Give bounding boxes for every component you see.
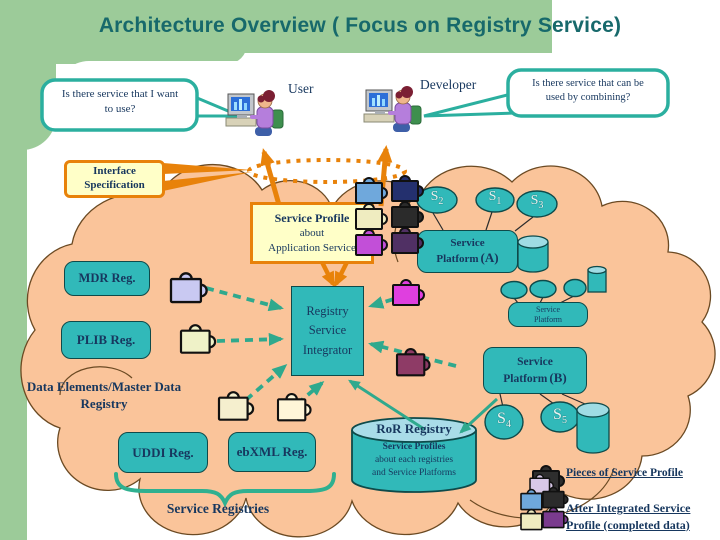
service-profile-note: Service Profile about Application Servic… <box>250 202 374 264</box>
database-cylinder-icon <box>517 235 610 454</box>
service-registries-brace <box>114 472 336 508</box>
dotted-interface-ellipse <box>247 158 407 184</box>
slide-title: Architecture Overview ( Focus on Registr… <box>98 14 622 37</box>
registry-service-integrator-box: Registry Service Integrator <box>291 286 364 376</box>
ror-registry-cylinder <box>351 417 477 493</box>
solid-flow-arrows <box>347 379 499 434</box>
service-nodes <box>416 186 587 440</box>
legend-pieces-label: Pieces of Service Profile <box>566 467 683 479</box>
mdr-registry-box: MDR Reg. <box>64 261 150 296</box>
platform-connectors <box>432 211 586 408</box>
green-left-bar <box>0 0 27 540</box>
service-node-s1: S1 <box>488 189 502 207</box>
interface-specification-callout: Interface Specification <box>64 160 165 198</box>
plib-registry-box: PLIB Reg. <box>61 321 151 359</box>
service-platform-small-box: Service Platform <box>508 302 588 327</box>
service-node-s3: S3 <box>530 193 544 211</box>
developer-speech-bubble <box>423 68 670 118</box>
developer-label: Developer <box>420 77 477 92</box>
user-label: User <box>288 81 314 96</box>
service-platform-b-box: Service Platform(B) <box>483 347 587 394</box>
service-node-s4: S4 <box>497 410 511 431</box>
ebxml-registry-box: ebXML Reg. <box>228 432 316 472</box>
profile-to-integrator-arrows <box>319 260 350 288</box>
ror-registry-description: Service Profiles about each registries a… <box>372 442 456 478</box>
service-platform-a-box: Service Platform(A) <box>417 230 518 273</box>
service-node-s2: S2 <box>430 189 444 207</box>
developer-question: Is there service that can be used by com… <box>532 78 644 104</box>
uddi-registry-box: UDDI Reg. <box>118 432 208 473</box>
user-question: Is there service that I want to use? <box>61 88 179 115</box>
ror-registry-title: RoR Registry <box>376 421 452 436</box>
service-node-s5: S5 <box>553 406 567 427</box>
legend-integrated-label: After Integrated Service Profile (comple… <box>566 501 691 532</box>
callout-pointer <box>163 163 252 191</box>
service-registries-label: Service Registries <box>166 501 270 516</box>
data-elements-label: Data Elements/Master Data Registry <box>26 379 182 411</box>
